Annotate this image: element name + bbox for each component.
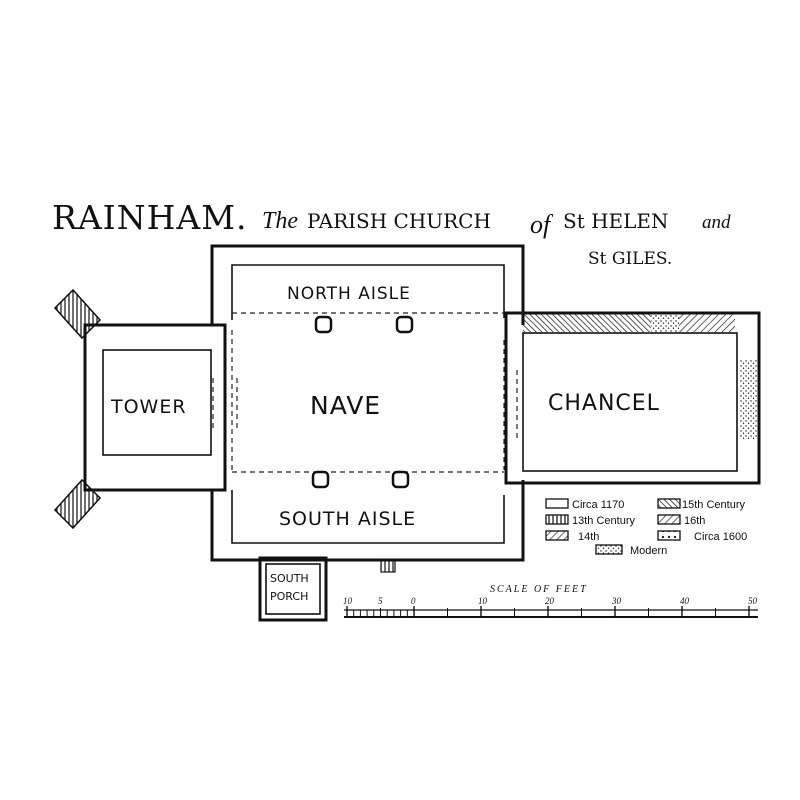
chancel-north-wall-15th <box>523 314 651 332</box>
chancel-east-wall-modern <box>739 360 757 440</box>
scale-ticks <box>346 606 750 617</box>
scale-bar: SCALE OF FEET 10 5 0 10 20 30 40 50 <box>343 584 758 618</box>
pillar-south-1 <box>311 470 330 489</box>
legend-label-15th-century: 15th Century <box>682 499 745 511</box>
scale-tick-label-0: 0 <box>411 596 416 606</box>
legend-label-16th: 16th <box>684 515 705 527</box>
scale-tick-label-30: 30 <box>611 596 622 606</box>
label-north-aisle: NORTH AISLE <box>287 284 411 304</box>
label-south-porch-line1: SOUTH <box>270 572 309 585</box>
legend: Circa 1170 15th Century 13th Century 16t… <box>545 498 747 557</box>
legend-swatch-16th <box>657 514 681 525</box>
pillar-north-2 <box>395 315 414 334</box>
legend-swatch-circa-1170 <box>545 498 569 509</box>
legend-label-circa-1600: Circa 1600 <box>694 531 747 543</box>
scale-tick-label-50: 50 <box>748 596 758 606</box>
legend-label-14th: 14th <box>578 531 599 543</box>
tower-buttress-nw <box>53 288 102 340</box>
scale-tick-label-10: 10 <box>478 596 488 606</box>
title-st-giles: St GILES. <box>588 249 672 269</box>
walls <box>53 244 761 622</box>
legend-label-circa-1170: Circa 1170 <box>572 499 624 511</box>
scale-tick-label-10-left: 10 <box>343 596 353 606</box>
title: RAINHAM. The PARISH CHURCH of St HELEN a… <box>52 198 731 269</box>
scale-tick-label-40: 40 <box>680 596 690 606</box>
legend-swatch-modern <box>595 544 623 555</box>
title-parish-church: PARISH CHURCH <box>307 209 491 233</box>
title-and: and <box>702 212 731 233</box>
legend-label-13th-century: 13th Century <box>572 515 635 527</box>
scale-tick-label-5: 5 <box>378 596 383 606</box>
title-of: of <box>530 210 554 239</box>
title-st-helen: St HELEN <box>563 209 669 233</box>
legend-label-modern: Modern <box>630 545 667 557</box>
label-south-porch-line2: PORCH <box>270 590 308 603</box>
tower-buttress-sw <box>53 478 102 530</box>
label-nave: NAVE <box>310 391 381 420</box>
legend-swatch-13th-century <box>545 514 569 525</box>
pillar-south-2 <box>391 470 410 489</box>
scale-tick-label-20: 20 <box>545 596 555 606</box>
legend-swatch-15th-century <box>657 498 681 509</box>
legend-swatch-circa-1600 <box>657 530 681 541</box>
label-tower: TOWER <box>110 396 187 418</box>
nave-pillars <box>311 315 414 489</box>
scale-title: SCALE OF FEET <box>490 584 588 595</box>
chancel-north-wall-16th <box>679 314 735 332</box>
label-chancel: CHANCEL <box>548 391 660 416</box>
pillar-north-1 <box>314 315 333 334</box>
label-south-aisle: SOUTH AISLE <box>279 508 416 530</box>
title-place: RAINHAM. <box>52 198 247 237</box>
legend-swatch-14th <box>545 530 569 541</box>
chancel-north-wall-modern <box>651 314 679 332</box>
buttress-south <box>380 559 396 573</box>
room-labels: NORTH AISLE NAVE CHANCEL TOWER SOUTH AIS… <box>110 284 660 603</box>
title-the: The <box>262 208 298 234</box>
